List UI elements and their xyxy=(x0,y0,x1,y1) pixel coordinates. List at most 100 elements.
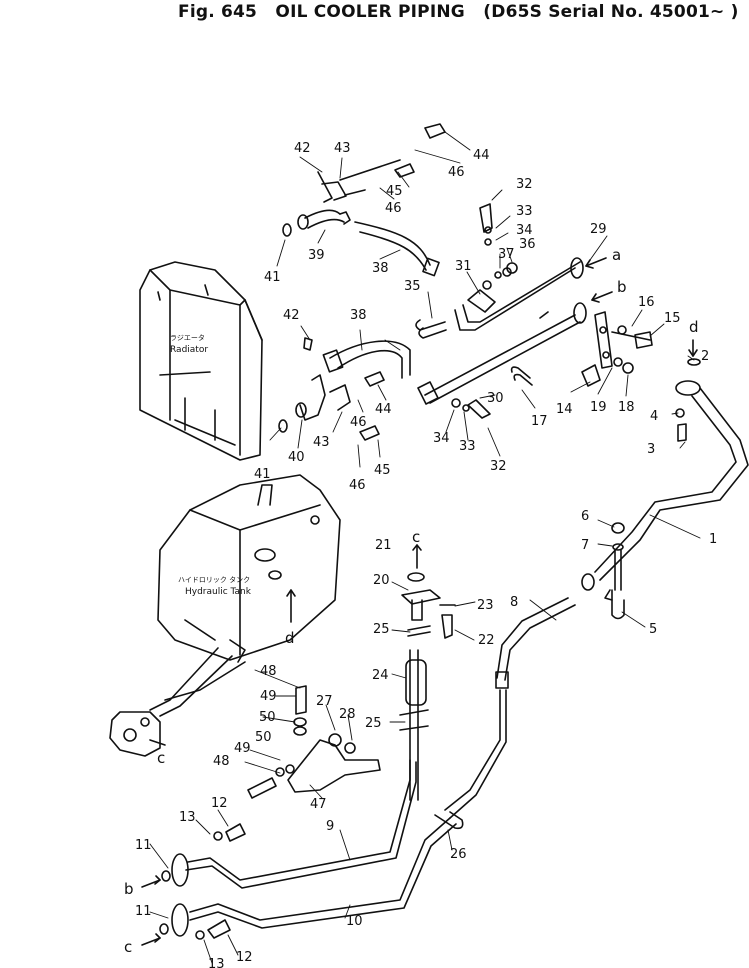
pipe-1 xyxy=(581,380,749,601)
part-number: 36 xyxy=(519,237,536,252)
u-bolt-17 xyxy=(510,366,533,386)
part-number: 41 xyxy=(264,270,281,285)
connection-letter: a xyxy=(612,246,621,264)
part-number: 41 xyxy=(254,467,271,482)
radiator-label: Radiator xyxy=(170,345,208,355)
part-number: 37 xyxy=(498,247,515,262)
part-number: 1 xyxy=(709,532,717,547)
part-number: 44 xyxy=(375,402,392,417)
part-number: 2 xyxy=(701,349,709,364)
bolt-12-lower xyxy=(195,919,231,940)
part-number: 12 xyxy=(211,796,228,811)
part-number: 20 xyxy=(373,573,390,588)
part-number: 11 xyxy=(135,904,152,919)
part-number: 9 xyxy=(326,819,334,834)
arrow-d-tank xyxy=(286,589,296,623)
part-number: 14 xyxy=(556,402,573,417)
part-number: 13 xyxy=(179,810,196,825)
part-number: 46 xyxy=(385,201,402,216)
part-number: 38 xyxy=(372,261,389,276)
part-number: 6 xyxy=(581,509,589,524)
hydraulic-tank xyxy=(157,474,341,663)
pipe-29 xyxy=(454,203,584,331)
seals-41 xyxy=(278,223,292,433)
flange-upper xyxy=(161,853,189,887)
part-number: 43 xyxy=(334,141,351,156)
part-number: 8 xyxy=(510,595,518,610)
part-number: 38 xyxy=(350,308,367,323)
part-number: 30 xyxy=(487,391,504,406)
part-number: 48 xyxy=(260,664,277,679)
pump-assembly xyxy=(109,647,246,757)
pipe-30 xyxy=(417,302,587,405)
part-number: 34 xyxy=(516,223,533,238)
part-number: 35 xyxy=(404,279,421,294)
lower-hose-assembly xyxy=(295,337,411,441)
arrow-c-top xyxy=(412,544,422,569)
part-number: 24 xyxy=(372,668,389,683)
part-number: 50 xyxy=(255,730,272,745)
part-number: 29 xyxy=(590,222,607,237)
tank-label: Hydraulic Tank xyxy=(185,587,252,597)
part-number: 28 xyxy=(339,707,356,722)
part-number: 33 xyxy=(459,439,476,454)
right-fasteners xyxy=(451,226,701,591)
part-number: 11 xyxy=(135,838,152,853)
part-number: 43 xyxy=(313,435,330,450)
radiator xyxy=(139,261,263,461)
part-number: 49 xyxy=(260,689,277,704)
part-number: 25 xyxy=(373,622,390,637)
part-number: 39 xyxy=(308,248,325,263)
flange-lower xyxy=(159,903,189,937)
part-number: 42 xyxy=(294,141,311,156)
connection-letter-group: a b d c d c b c xyxy=(124,246,699,956)
u-bolt-26 xyxy=(434,811,464,830)
part-number: 12 xyxy=(236,950,253,965)
part-number: 21 xyxy=(375,538,392,553)
part-number: 5 xyxy=(649,622,657,637)
part-number: 26 xyxy=(450,847,467,862)
part-number: 46 xyxy=(349,478,366,493)
part-number: 13 xyxy=(208,957,225,968)
part-number: 40 xyxy=(288,450,305,465)
part-number: 4 xyxy=(650,409,658,424)
part-number: 18 xyxy=(618,400,635,415)
leader-lines xyxy=(149,131,701,964)
part-number: 16 xyxy=(638,295,655,310)
bolt-12-upper xyxy=(213,823,246,842)
tank-label-jp: ハイドロリック タンク xyxy=(178,575,250,584)
part-number: 50 xyxy=(259,710,276,725)
connection-letter: d xyxy=(285,629,295,647)
arrow-d-top xyxy=(688,339,698,357)
part-number: 15 xyxy=(664,311,681,326)
filter-assembly xyxy=(399,572,456,801)
part-number: 42 xyxy=(283,308,300,323)
part-number: 47 xyxy=(310,797,327,812)
part-number: 49 xyxy=(234,741,251,756)
part-number: 23 xyxy=(477,598,494,613)
arrow-b xyxy=(591,291,613,303)
arrow-c-bottom xyxy=(141,933,161,946)
u-bolt-35 xyxy=(415,319,447,339)
part-number-group: 1 2 3 4 5 6 7 8 9 10 11 11 12 12 13 13 1… xyxy=(135,141,717,968)
part-number: 27 xyxy=(316,694,333,709)
upper-hose-assembly xyxy=(297,123,446,277)
part-number: 45 xyxy=(374,463,391,478)
part-number: 48 xyxy=(213,754,230,769)
part-number: 10 xyxy=(346,914,363,929)
part-number: 32 xyxy=(490,459,507,474)
bracket-14 xyxy=(581,311,651,387)
part-number: 33 xyxy=(516,204,533,219)
part-number: 34 xyxy=(433,431,450,446)
connection-letter: b xyxy=(617,278,627,296)
part-number: 44 xyxy=(473,148,490,163)
part-number: 17 xyxy=(531,414,548,429)
connection-letter: c xyxy=(124,938,132,956)
part-number: 22 xyxy=(478,633,495,648)
part-number: 31 xyxy=(455,259,472,274)
pipe-8 xyxy=(444,597,576,819)
arrow-b-bottom xyxy=(141,875,161,888)
part-number: 19 xyxy=(590,400,607,415)
connection-letter: c xyxy=(412,528,420,546)
